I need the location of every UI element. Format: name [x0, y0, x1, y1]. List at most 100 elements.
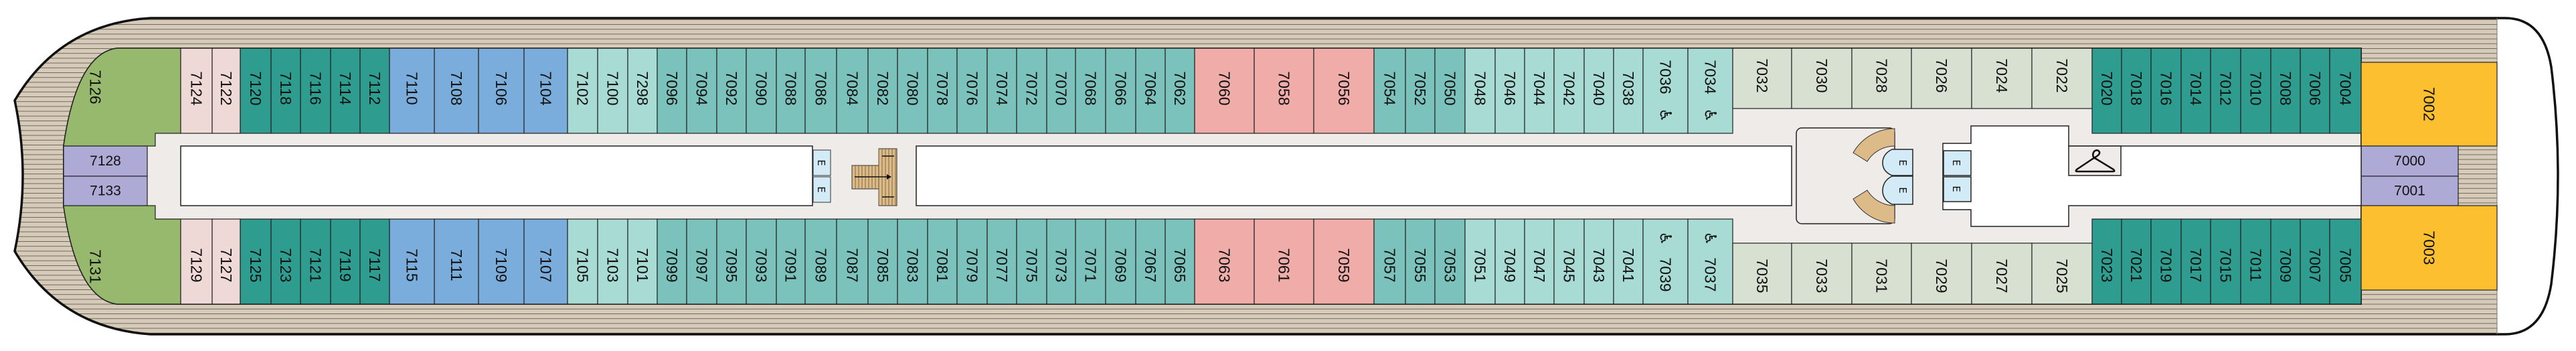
cabin-7059[interactable]: 7059: [1313, 218, 1375, 305]
cabin-7001[interactable]: 7001: [2360, 176, 2459, 206]
cabin-7074[interactable]: 7074: [986, 48, 1017, 134]
cabin-7057[interactable]: 7057: [1373, 218, 1406, 305]
cabin-7033[interactable]: 7033: [1791, 242, 1853, 305]
cabin-7024[interactable]: 7024: [1971, 48, 2033, 109]
cabin-7016[interactable]: 7016: [2150, 48, 2182, 134]
cabin-7117[interactable]: 7117: [359, 218, 390, 305]
cabin-7051[interactable]: 7051: [1464, 218, 1496, 305]
cabin-7056[interactable]: 7056: [1313, 48, 1375, 134]
cabin-7015[interactable]: 7015: [2210, 218, 2241, 305]
cabin-7019[interactable]: 7019: [2150, 218, 2182, 305]
cabin-7043[interactable]: 7043: [1583, 218, 1614, 305]
cabin-7075[interactable]: 7075: [1016, 218, 1047, 305]
cabin-7079[interactable]: 7079: [956, 218, 988, 305]
cabin-7089[interactable]: 7089: [804, 218, 837, 305]
cabin-7053[interactable]: 7053: [1434, 218, 1466, 305]
cabin-7005[interactable]: 7005: [2329, 218, 2362, 305]
cabin-7029[interactable]: 7029: [1911, 242, 1972, 305]
cabin-7008[interactable]: 7008: [2270, 48, 2301, 134]
cabin-7045[interactable]: 7045: [1553, 218, 1585, 305]
cabin-7128[interactable]: 7128: [63, 145, 148, 177]
cabin-7116[interactable]: 7116: [300, 48, 331, 134]
cabin-7048[interactable]: 7048: [1464, 48, 1496, 134]
cabin-7014[interactable]: 7014: [2180, 48, 2211, 134]
cabin-7039[interactable]: 7039♿: [1642, 218, 1689, 305]
cabin-7125[interactable]: 7125: [240, 218, 272, 305]
cabin-7055[interactable]: 7055: [1405, 218, 1436, 305]
cabin-7106[interactable]: 7106: [478, 48, 525, 134]
cabin-7068[interactable]: 7068: [1075, 48, 1106, 134]
cabin-7100[interactable]: 7100: [597, 48, 628, 134]
cabin-7114[interactable]: 7114: [330, 48, 361, 134]
cabin-7040[interactable]: 7040: [1583, 48, 1614, 134]
cabin-7047[interactable]: 7047: [1524, 218, 1555, 305]
cabin-7122[interactable]: 7122: [211, 48, 241, 134]
cabin-7054[interactable]: 7054: [1373, 48, 1406, 134]
cabin-7002[interactable]: 7002: [2360, 62, 2498, 147]
cabin-7120[interactable]: 7120: [240, 48, 272, 134]
cabin-7011[interactable]: 7011: [2240, 218, 2271, 305]
cabin-7058[interactable]: 7058: [1254, 48, 1314, 134]
cabin-7041[interactable]: 7041: [1613, 218, 1644, 305]
cabin-7088[interactable]: 7088: [776, 48, 806, 134]
cabin-7037[interactable]: 7037♿: [1687, 218, 1733, 305]
cabin-7076[interactable]: 7076: [956, 48, 988, 134]
cabin-7038[interactable]: 7038: [1613, 48, 1644, 134]
cabin-7087[interactable]: 7087: [836, 218, 869, 305]
cabin-7091[interactable]: 7091: [776, 218, 806, 305]
cabin-7099[interactable]: 7099: [657, 218, 687, 305]
cabin-7007[interactable]: 7007: [2300, 218, 2330, 305]
cabin-7004[interactable]: 7004: [2329, 48, 2362, 134]
cabin-7077[interactable]: 7077: [986, 218, 1017, 305]
cabin-7067[interactable]: 7067: [1135, 218, 1166, 305]
cabin-7118[interactable]: 7118: [270, 48, 301, 134]
cabin-7020[interactable]: 7020: [2091, 48, 2122, 134]
cabin-7104[interactable]: 7104: [523, 48, 568, 134]
cabin-7093[interactable]: 7093: [746, 218, 777, 305]
cabin-7110[interactable]: 7110: [389, 48, 435, 134]
cabin-7027[interactable]: 7027: [1971, 242, 2033, 305]
cabin-7023[interactable]: 7023: [2091, 218, 2122, 305]
cabin-7025[interactable]: 7025: [2031, 242, 2093, 305]
cabin-7042[interactable]: 7042: [1553, 48, 1585, 134]
cabin-7124[interactable]: 7124: [180, 48, 213, 134]
cabin-7050[interactable]: 7050: [1434, 48, 1466, 134]
cabin-7063[interactable]: 7063: [1194, 218, 1255, 305]
cabin-7092[interactable]: 7092: [716, 48, 747, 134]
cabin-7094[interactable]: 7094: [686, 48, 717, 134]
cabin-7109[interactable]: 7109: [478, 218, 525, 305]
cabin-7080[interactable]: 7080: [897, 48, 928, 134]
cabin-7081[interactable]: 7081: [927, 218, 958, 305]
cabin-7111[interactable]: 7111: [434, 218, 479, 305]
cabin-7012[interactable]: 7012: [2210, 48, 2241, 134]
cabin-7119[interactable]: 7119: [330, 218, 361, 305]
cabin-7066[interactable]: 7066: [1105, 48, 1136, 134]
cabin-7032[interactable]: 7032: [1732, 48, 1792, 109]
cabin-7105[interactable]: 7105: [567, 218, 598, 305]
cabin-7121[interactable]: 7121: [300, 218, 331, 305]
cabin-7127[interactable]: 7127: [211, 218, 241, 305]
cabin-7096[interactable]: 7096: [657, 48, 687, 134]
cabin-7101[interactable]: 7101: [627, 218, 658, 305]
cabin-7082[interactable]: 7082: [867, 48, 898, 134]
cabin-7010[interactable]: 7010: [2240, 48, 2271, 134]
cabin-7108[interactable]: 7108: [434, 48, 479, 134]
cabin-7009[interactable]: 7009: [2270, 218, 2301, 305]
cabin-7034[interactable]: 7034♿: [1687, 48, 1733, 134]
cabin-7021[interactable]: 7021: [2121, 218, 2152, 305]
cabin-7085[interactable]: 7085: [867, 218, 898, 305]
cabin-7071[interactable]: 7071: [1075, 218, 1106, 305]
cabin-7031[interactable]: 7031: [1851, 242, 1912, 305]
cabin-7107[interactable]: 7107: [523, 218, 568, 305]
cabin-7129[interactable]: 7129: [180, 218, 213, 305]
cabin-7030[interactable]: 7030: [1791, 48, 1853, 109]
cabin-7097[interactable]: 7097: [686, 218, 717, 305]
cabin-7069[interactable]: 7069: [1105, 218, 1136, 305]
cabin-7070[interactable]: 7070: [1046, 48, 1076, 134]
cabin-7123[interactable]: 7123: [270, 218, 301, 305]
cabin-7028[interactable]: 7028: [1851, 48, 1912, 109]
cabin-7065[interactable]: 7065: [1165, 218, 1195, 305]
cabin-7060[interactable]: 7060: [1194, 48, 1255, 134]
cabin-7022[interactable]: 7022: [2031, 48, 2093, 109]
cabin-7072[interactable]: 7072: [1016, 48, 1047, 134]
